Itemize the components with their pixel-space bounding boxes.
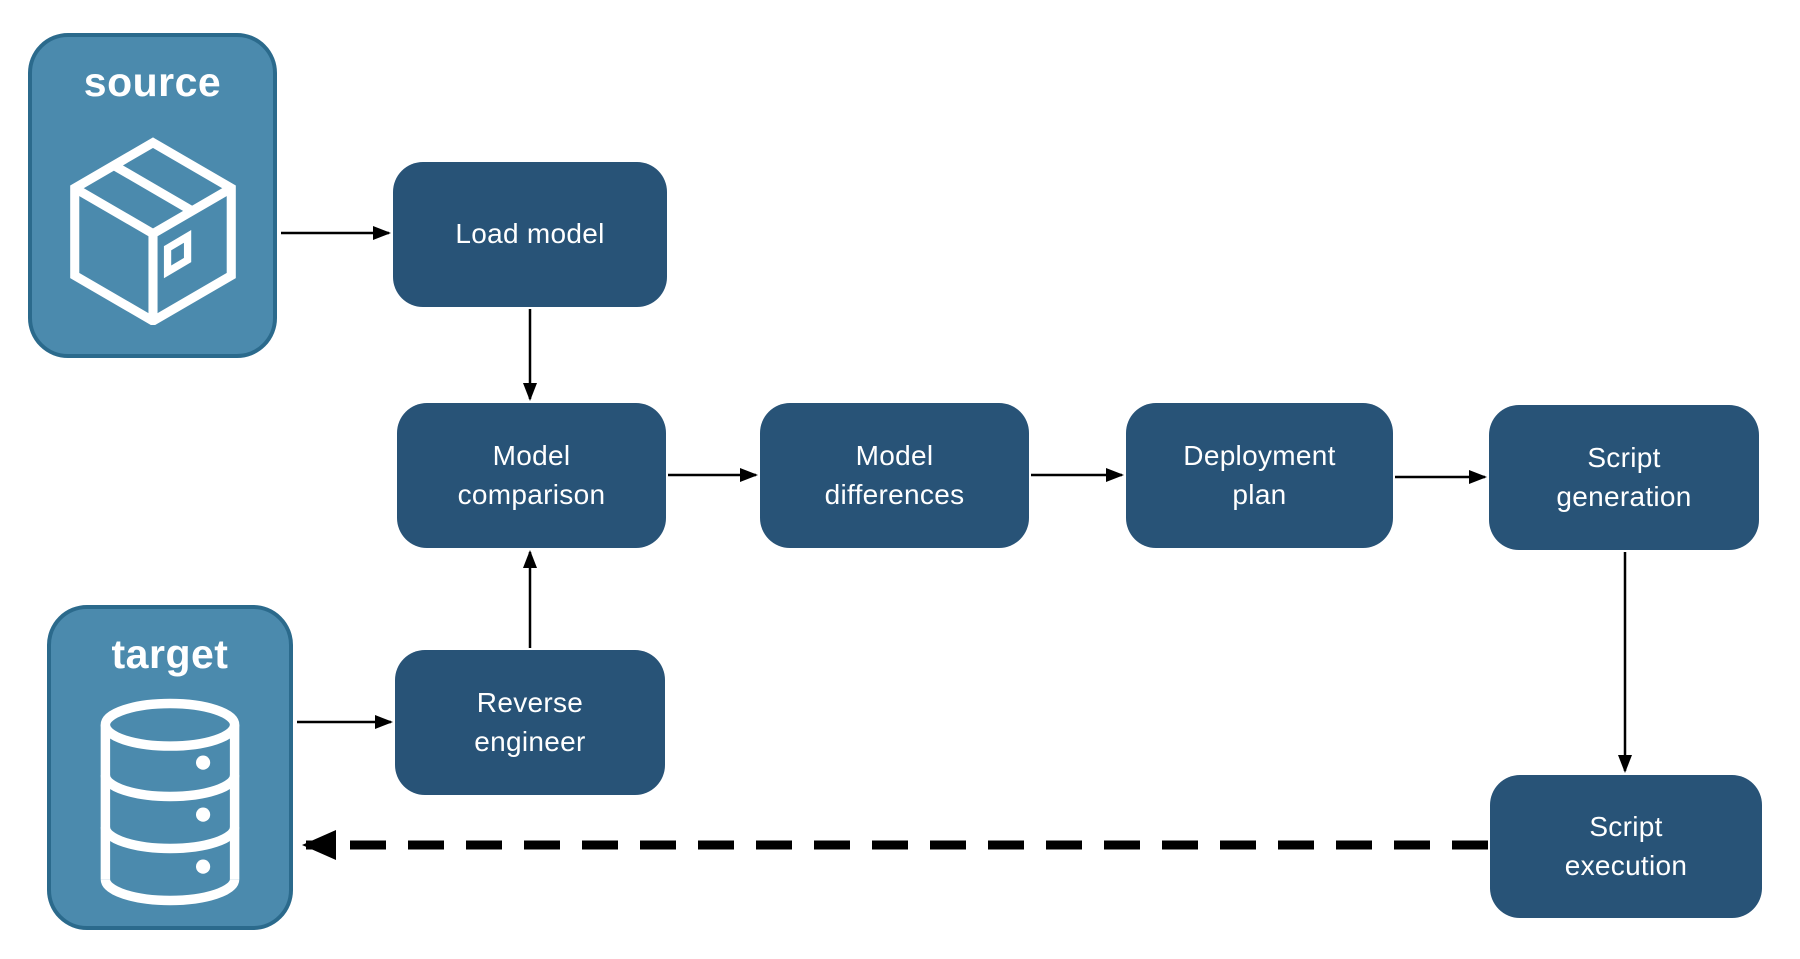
node-model-differences: Model differences (760, 403, 1029, 548)
database-icon (51, 678, 289, 926)
node-deployment-plan: Deployment plan (1126, 403, 1393, 548)
target-endpoint: target (47, 605, 293, 930)
source-label: source (83, 59, 222, 105)
node-model-comparison: Model comparison (397, 403, 666, 548)
node-script-generation: Script generation (1489, 405, 1759, 550)
package-icon (32, 106, 273, 354)
source-endpoint: source (28, 33, 277, 358)
node-script-execution: Script execution (1490, 775, 1762, 918)
target-label: target (111, 631, 229, 677)
node-reverse-engineer: Reverse engineer (395, 650, 665, 795)
node-load-model: Load model (393, 162, 667, 307)
